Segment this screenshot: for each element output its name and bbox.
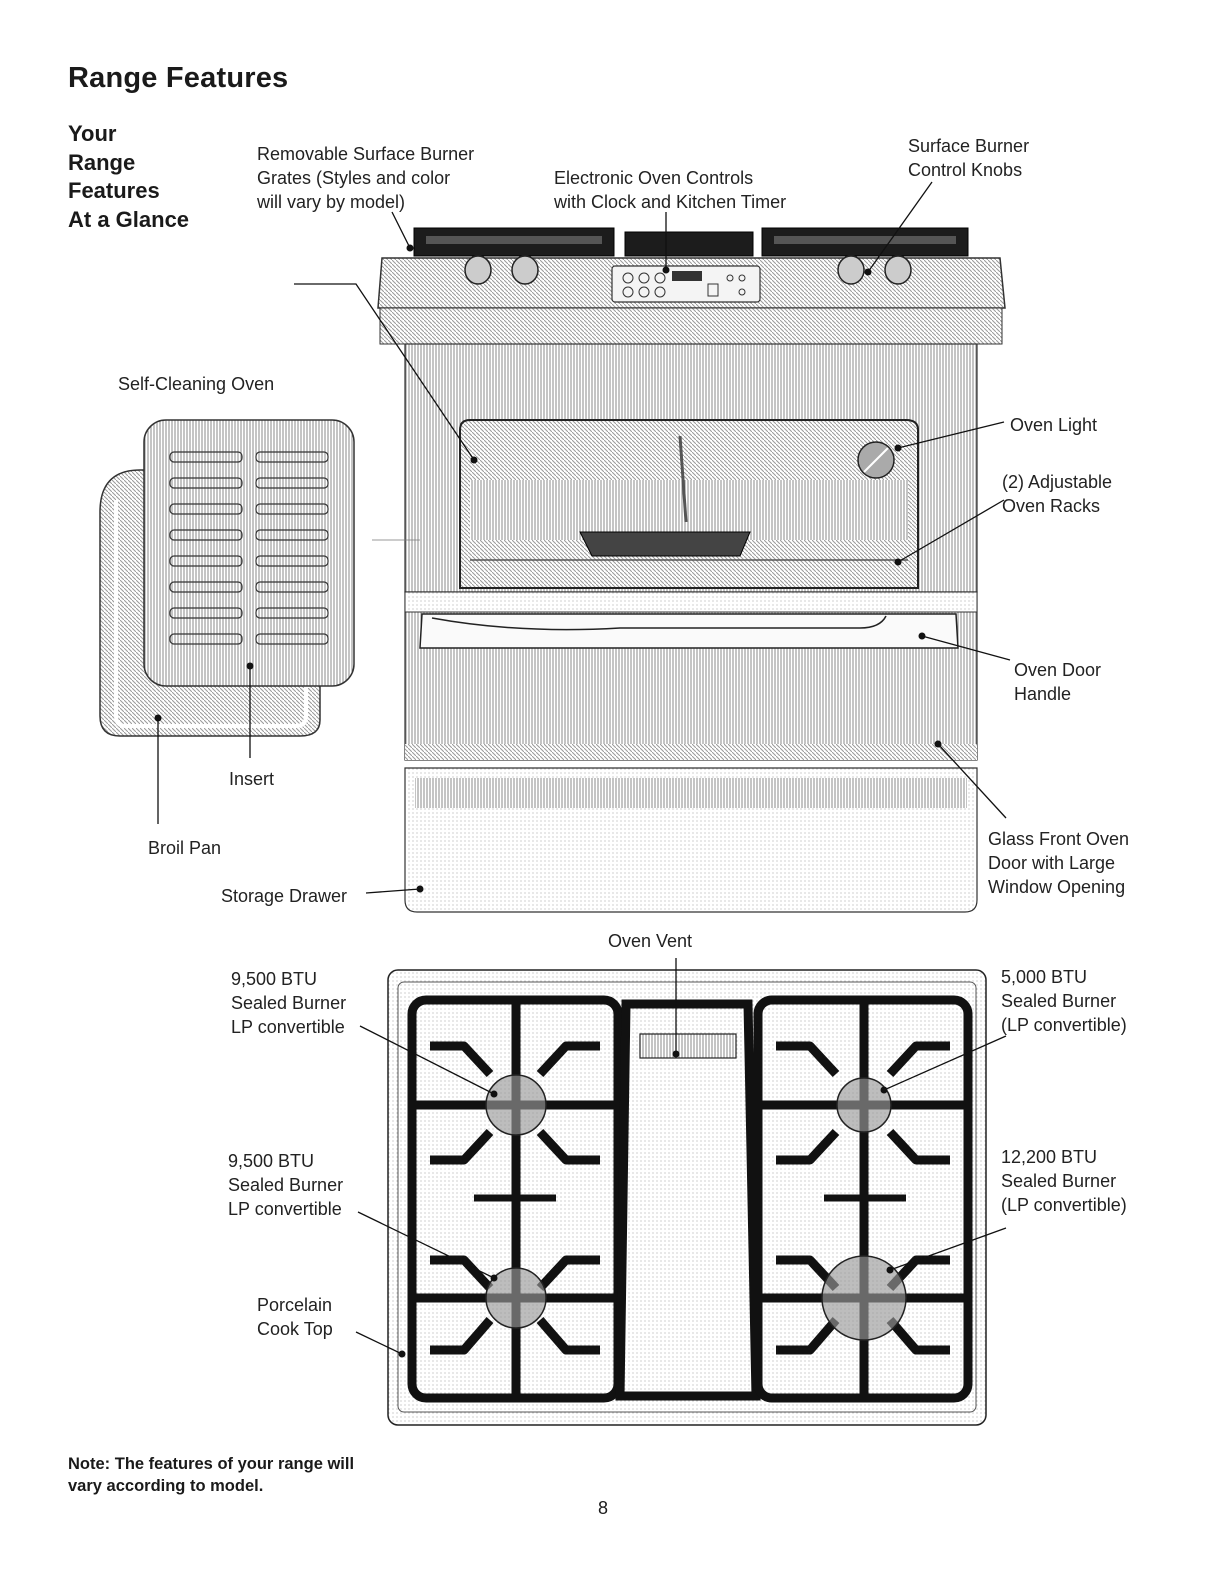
label-grates: Removable Surface Burner Grates (Styles … [257,142,474,214]
label-line: Grates (Styles and color [257,168,451,188]
note-line: vary according to model. [68,1477,264,1495]
label-line: 9,500 BTU [228,1151,315,1171]
control-knobs [464,255,912,285]
label-right-front-burner: 12,200 BTU Sealed Burner (LP convertible… [1001,1145,1127,1217]
label-line: Sealed Burner [228,1175,344,1195]
label-line: Oven Door [1014,660,1102,680]
label-self-cleaning: Self-Cleaning Oven [118,374,275,394]
label-line: Surface Burner [908,136,1030,156]
label-line: Sealed Burner [1001,1171,1117,1191]
broil-insert [143,419,355,687]
page-title: Range Features [68,62,289,94]
burner-left-rear [485,1074,547,1136]
grate-mid [624,231,754,257]
label-line: Electronic Oven Controls [554,168,754,188]
label-line: Cook Top [257,1319,333,1339]
burner-right-front [821,1255,907,1341]
side-heading-line: Your [68,121,117,146]
door-handle [419,613,959,649]
label-right-rear-burner: 5,000 BTU Sealed Burner (LP convertible) [1001,965,1127,1037]
label-line: (LP convertible) [1001,1015,1127,1035]
label-glass-door: Glass Front Oven Door with Large Window … [988,827,1129,899]
label-line: 9,500 BTU [231,969,318,989]
broil-pan-in-oven [579,531,751,557]
label-line: Window Opening [988,877,1126,897]
label-line: Control Knobs [908,160,1023,180]
grate-right-top [753,995,973,1403]
side-heading: Your Range Features At a Glance [68,120,238,234]
label-line: will vary by model) [257,192,406,212]
grate-left-top [407,995,623,1403]
label-line: (LP convertible) [1001,1195,1127,1215]
label-cooktop: Porcelain Cook Top [257,1293,333,1341]
model-note: Note: The features of your range will va… [68,1453,354,1497]
label-line: (2) Adjustable [1002,472,1113,492]
label-left-rear-burner: 9,500 BTU Sealed Burner LP convertible [231,967,346,1039]
label-line: with Clock and Kitchen Timer [554,192,787,212]
label-line: Oven Racks [1002,496,1101,516]
label-line: Removable Surface Burner [257,144,475,164]
label-line: Sealed Burner [1001,991,1117,1011]
label-line: 12,200 BTU [1001,1147,1098,1167]
label-line: LP convertible [228,1199,342,1219]
label-line: Door with Large [988,853,1116,873]
label-broil-pan: Broil Pan [148,838,222,858]
label-line: LP convertible [231,1017,345,1037]
side-heading-line: Features [68,178,160,203]
label-oven-light: Oven Light [1010,415,1098,435]
label-oven-vent: Oven Vent [608,931,693,951]
note-line: Note: The features of your range will [68,1455,355,1473]
label-knobs: Surface Burner Control Knobs [908,134,1029,182]
side-heading-line: Range [68,149,136,175]
label-line: Glass Front Oven [988,829,1130,849]
label-line: Sealed Burner [231,993,347,1013]
range-frame-top [379,307,1003,345]
label-line: 5,000 BTU [1001,967,1088,987]
page-number: 8 [598,1498,609,1518]
label-storage-drawer: Storage Drawer [221,886,348,906]
label-insert: Insert [229,769,275,789]
label-racks: (2) Adjustable Oven Racks [1002,470,1112,518]
oven-vent [639,1033,737,1059]
label-line: Porcelain [257,1295,333,1315]
label-line: Handle [1014,684,1072,704]
grate-middle [615,999,761,1401]
burner-left-front [485,1267,547,1329]
side-heading-line: At a Glance [68,206,190,232]
burner-right-rear [836,1077,892,1133]
label-door-handle: Oven Door Handle [1014,658,1101,706]
label-controls: Electronic Oven Controls with Clock and … [554,166,786,214]
label-left-front-burner: 9,500 BTU Sealed Burner LP convertible [228,1149,343,1221]
